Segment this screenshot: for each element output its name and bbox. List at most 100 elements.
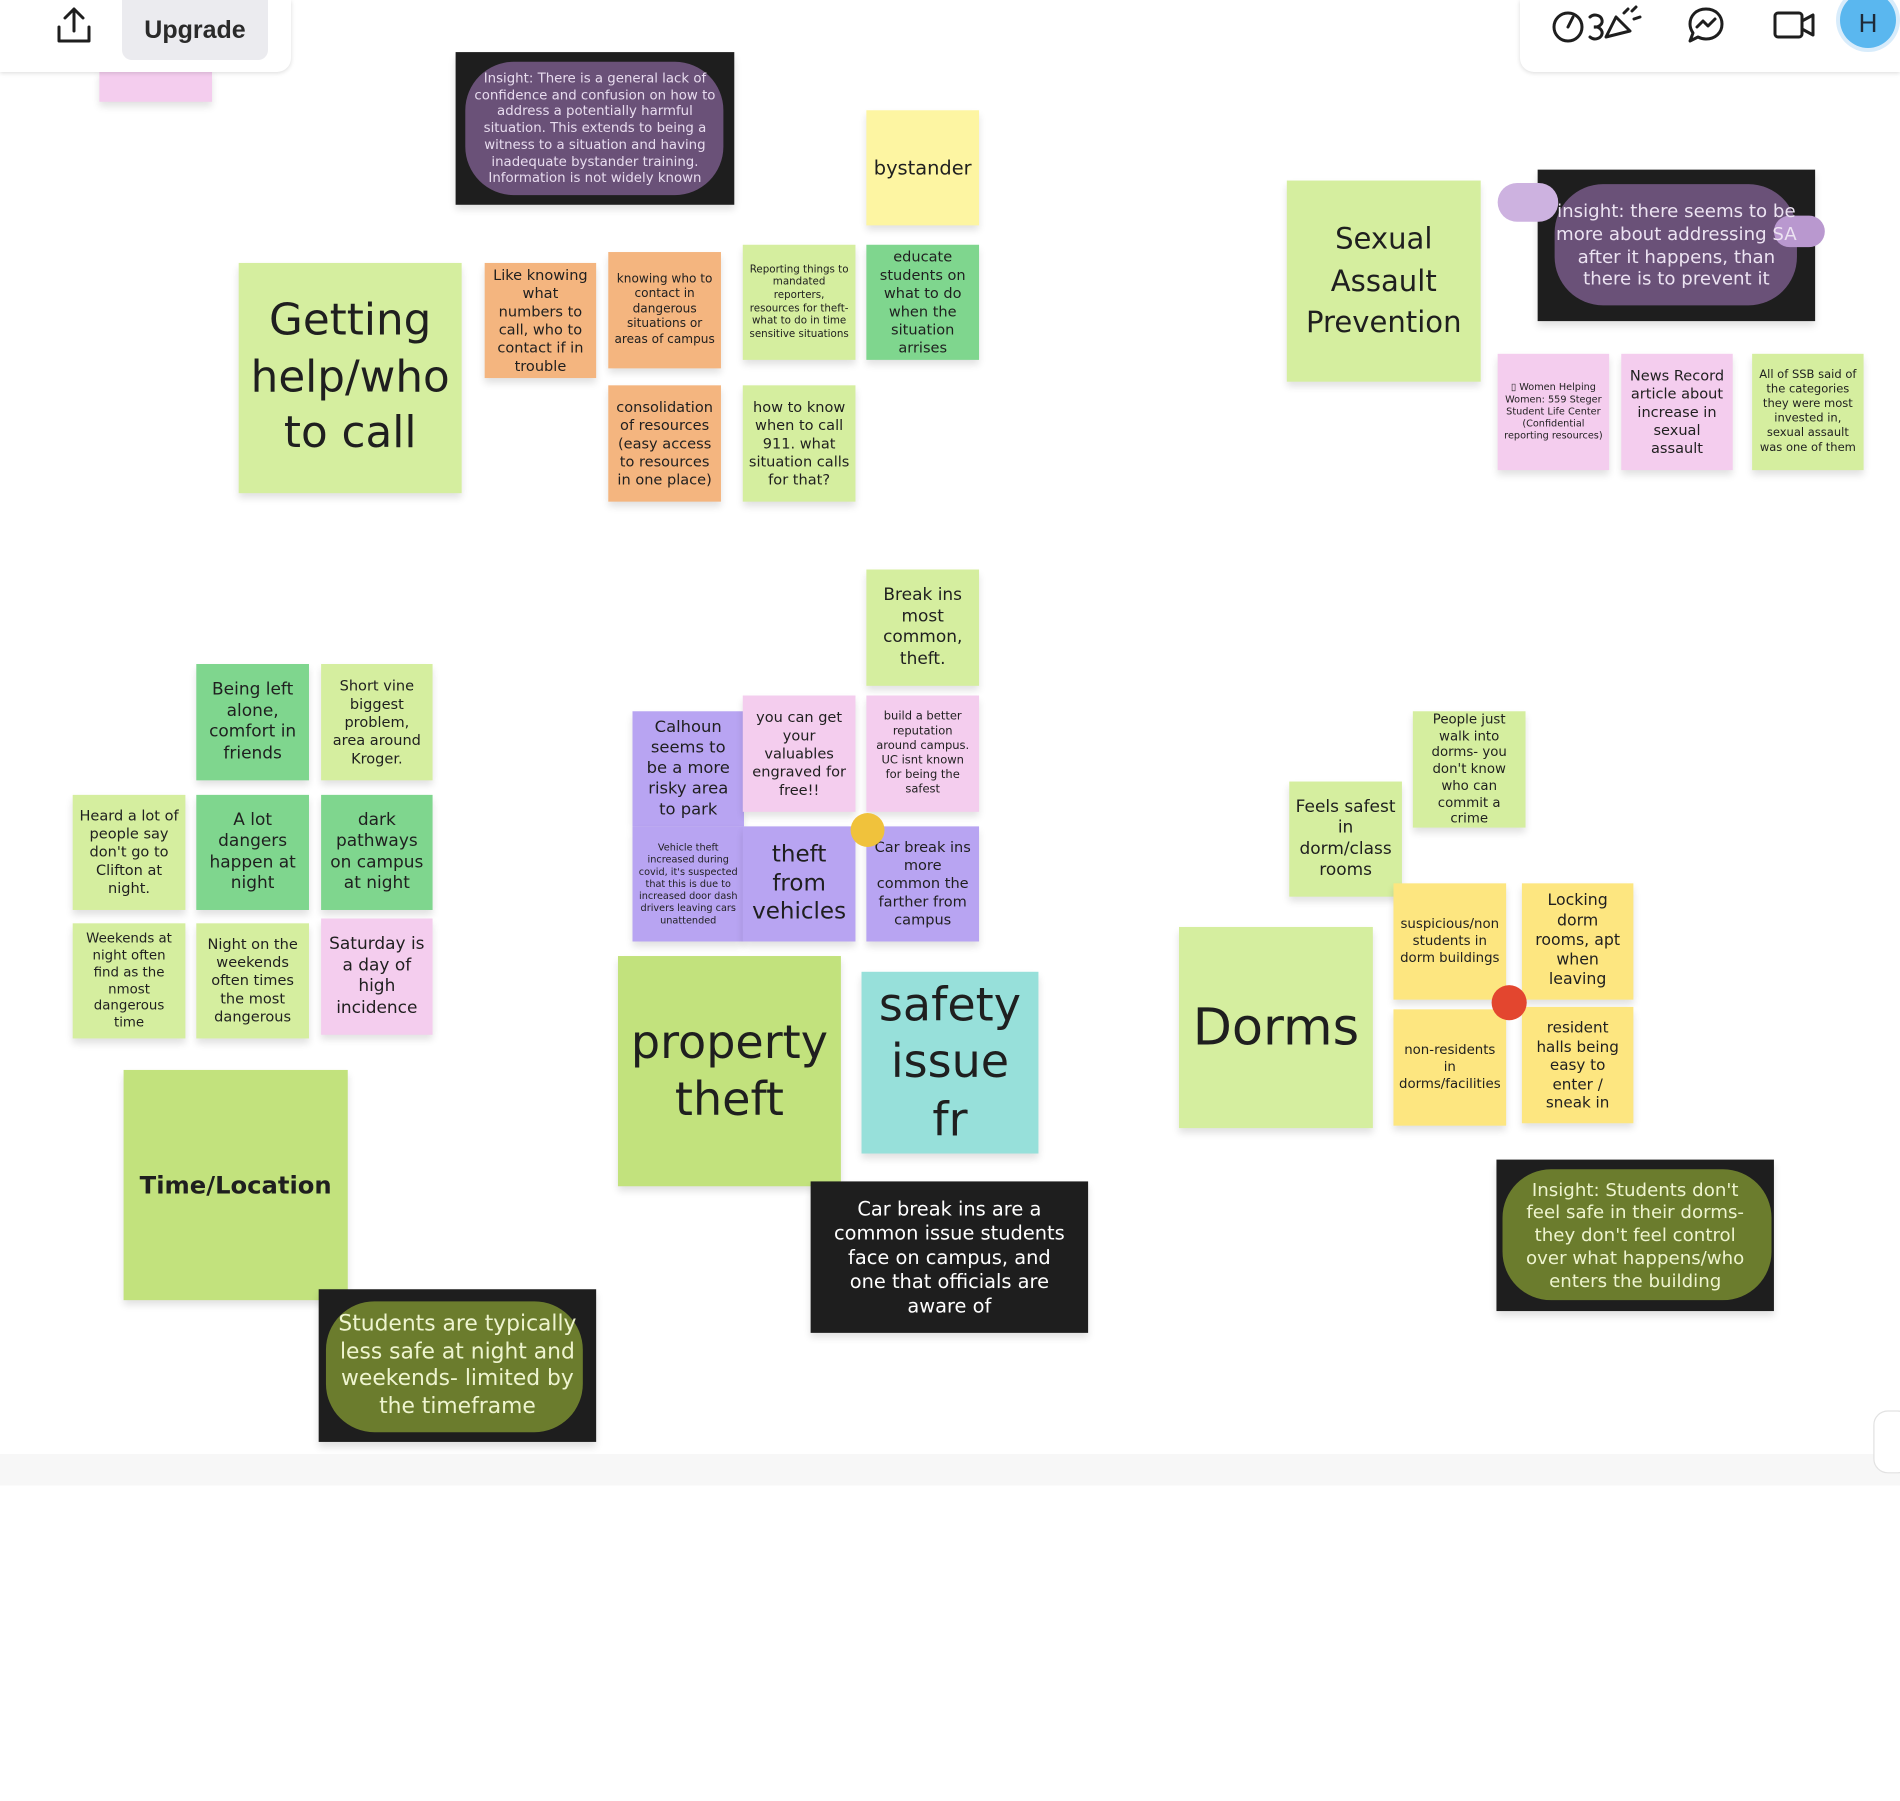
- sticky-note[interactable]: Being left alone, comfort in friends: [196, 664, 309, 781]
- note-text: Like knowing what numbers to call, who t…: [493, 265, 588, 374]
- title-text: Getting help/who to call: [250, 295, 450, 459]
- note-text: News Record article about increase in se…: [1629, 366, 1725, 457]
- sticky-note[interactable]: how to know when to call 911. what situa…: [742, 385, 856, 502]
- sticky-note[interactable]: suspicious/non students in dorm building…: [1393, 883, 1507, 1000]
- upgrade-button[interactable]: Upgrade: [122, 0, 268, 60]
- cluster-title-sexual-assault[interactable]: Sexual Assault Prevention: [1286, 180, 1481, 382]
- note-text: Break ins most common, theft.: [883, 585, 963, 669]
- sticky-note[interactable]: Locking dorm rooms, apt when leaving: [1521, 883, 1634, 1000]
- sticky-note[interactable]: ▯ Women Helping Women: 559 Steger Studen…: [1497, 353, 1610, 471]
- sticky-note[interactable]: Break ins most common, theft.: [866, 569, 980, 686]
- note-text: suspicious/non students in dorm building…: [1400, 916, 1500, 966]
- title-text: Time/Location: [139, 1169, 332, 1199]
- share-icon[interactable]: [46, 0, 102, 50]
- bottom-edge: [0, 1454, 1900, 1486]
- note-text: All of SSB said of the categories they w…: [1759, 368, 1857, 455]
- note-text: Calhoun seems to be a more risky area to…: [646, 717, 730, 819]
- sticky-note-partial[interactable]: [99, 70, 213, 102]
- note-text: consolidation of resources (easy access …: [616, 398, 713, 488]
- note-text: ▯ Women Helping Women: 559 Steger Studen…: [1504, 381, 1603, 442]
- cluster-title-property-theft[interactable]: property theft: [617, 956, 841, 1187]
- sticky-note[interactable]: Reporting things to mandated reporters, …: [742, 244, 856, 360]
- note-text: you can get your valuables engraved for …: [752, 708, 846, 798]
- insight-text: Insight: There is a general lack of conf…: [474, 70, 716, 186]
- cluster-title-safety-issue[interactable]: safety issue fr: [861, 971, 1039, 1154]
- sticky-note[interactable]: Saturday is a day of high incidence: [321, 918, 433, 1035]
- note-text: Being left alone, comfort in friends: [209, 679, 297, 763]
- sticky-note[interactable]: non-residents in dorms/facilities: [1393, 1009, 1507, 1126]
- note-text: Heard a lot of people say don't go to Cl…: [79, 806, 179, 897]
- note-text: Car break ins more common the farther fr…: [874, 838, 971, 929]
- left-toolbar: Upgrade: [0, 0, 291, 72]
- title-text: Sexual Assault Prevention: [1306, 221, 1462, 340]
- note-text: Saturday is a day of high incidence: [329, 934, 425, 1018]
- note-text: Night on the weekends often times the mo…: [207, 935, 298, 1026]
- sticky-note[interactable]: educate students on what to do when the …: [866, 244, 980, 360]
- sticky-note[interactable]: Short vine biggest problem, area around …: [321, 664, 433, 781]
- note-text: A lot dangers happen at night: [209, 810, 296, 894]
- note-text: Locking dorm rooms, apt when leaving: [1535, 892, 1621, 990]
- note-text: theft from vehicles: [752, 840, 847, 925]
- insight-text: Insight: Students don't feel safe in the…: [1526, 1178, 1745, 1292]
- reactions-icon[interactable]: [1550, 0, 1646, 50]
- note-text: Vehicle theft increased during covid, it…: [638, 841, 738, 926]
- sticky-note[interactable]: Vehicle theft increased during covid, it…: [632, 826, 744, 942]
- insight-note-property-theft[interactable]: Car break ins are a common issue student…: [810, 1181, 1089, 1333]
- sticky-note[interactable]: bystander: [866, 110, 980, 226]
- sticky-note[interactable]: theft from vehicles: [742, 826, 856, 942]
- note-text: bystander: [873, 155, 972, 179]
- comments-icon[interactable]: [1680, 0, 1732, 50]
- sticky-note[interactable]: resident halls being easy to enter / sne…: [1521, 1006, 1634, 1124]
- sticky-note[interactable]: consolidation of resources (easy access …: [608, 385, 721, 502]
- note-text: dark pathways on campus at night: [330, 810, 424, 894]
- insight-note-dorms[interactable]: Insight: Students don't feel safe in the…: [1496, 1159, 1774, 1312]
- right-edge-handle[interactable]: [1873, 1410, 1900, 1474]
- sticky-note[interactable]: Car break ins more common the farther fr…: [866, 826, 980, 942]
- insight-text: Students are typically less safe at nigh…: [338, 1311, 577, 1419]
- cluster-title-time-location[interactable]: Time/Location: [123, 1069, 348, 1301]
- insight-text: insight: there seems to be more about ad…: [1556, 199, 1797, 290]
- note-text: build a better reputation around campus.…: [876, 710, 970, 796]
- insight-note-getting-help[interactable]: Insight: There is a general lack of conf…: [455, 52, 735, 205]
- video-icon[interactable]: [1768, 0, 1820, 50]
- sticky-note[interactable]: dark pathways on campus at night: [321, 794, 433, 910]
- note-text: Short vine biggest problem, area around …: [332, 676, 421, 767]
- note-text: educate students on what to do when the …: [879, 247, 966, 356]
- avatar[interactable]: H: [1840, 0, 1896, 48]
- upgrade-label: Upgrade: [144, 15, 246, 44]
- sticky-note[interactable]: Calhoun seems to be a more risky area to…: [632, 711, 744, 827]
- sticky-note[interactable]: News Record article about increase in se…: [1621, 353, 1733, 471]
- note-text: Reporting things to mandated reporters, …: [749, 263, 849, 341]
- note-text: non-residents in dorms/facilities: [1398, 1042, 1501, 1092]
- sticky-note[interactable]: Weekends at night often find as the nmos…: [72, 923, 186, 1039]
- note-text: how to know when to call 911. what situa…: [748, 398, 850, 488]
- sticky-note[interactable]: Like knowing what numbers to call, who t…: [484, 262, 597, 379]
- right-toolbar: H: [1520, 0, 1900, 72]
- sticky-note[interactable]: Feels safest in dorm/class rooms: [1289, 781, 1402, 897]
- sticky-note[interactable]: build a better reputation around campus.…: [866, 695, 980, 812]
- note-text: People just walk into dorms- you don't k…: [1431, 711, 1507, 827]
- sticky-note[interactable]: A lot dangers happen at night: [196, 794, 309, 910]
- sticky-note[interactable]: People just walk into dorms- you don't k…: [1412, 711, 1526, 828]
- insight-note-sexual-assault[interactable]: insight: there seems to be more about ad…: [1497, 169, 1825, 322]
- cluster-title-getting-help[interactable]: Getting help/who to call: [238, 262, 462, 494]
- sticky-note[interactable]: knowing who to contact in dangerous situ…: [608, 252, 721, 369]
- avatar-initial: H: [1858, 7, 1878, 38]
- cluster-title-dorms[interactable]: Dorms: [1178, 926, 1373, 1129]
- title-text: safety issue fr: [878, 977, 1021, 1146]
- insight-text: Car break ins are a common issue student…: [833, 1196, 1065, 1317]
- note-text: resident halls being easy to enter / sne…: [1536, 1017, 1619, 1112]
- sticky-note[interactable]: Heard a lot of people say don't go to Cl…: [72, 794, 186, 910]
- title-text: Dorms: [1192, 996, 1360, 1057]
- sticky-note[interactable]: you can get your valuables engraved for …: [742, 695, 856, 812]
- note-text: Weekends at night often find as the nmos…: [86, 930, 172, 1030]
- note-text: Feels safest in dorm/class rooms: [1295, 796, 1396, 880]
- sticky-note[interactable]: Night on the weekends often times the mo…: [196, 923, 309, 1039]
- title-text: property theft: [630, 1014, 828, 1126]
- collaborator-cursor-red: [1491, 985, 1527, 1021]
- sticky-note[interactable]: All of SSB said of the categories they w…: [1752, 353, 1864, 471]
- insight-note-time-location[interactable]: Students are typically less safe at nigh…: [318, 1289, 597, 1442]
- note-text: knowing who to contact in dangerous situ…: [614, 272, 715, 347]
- collaborator-cursor-yellow: [850, 813, 885, 847]
